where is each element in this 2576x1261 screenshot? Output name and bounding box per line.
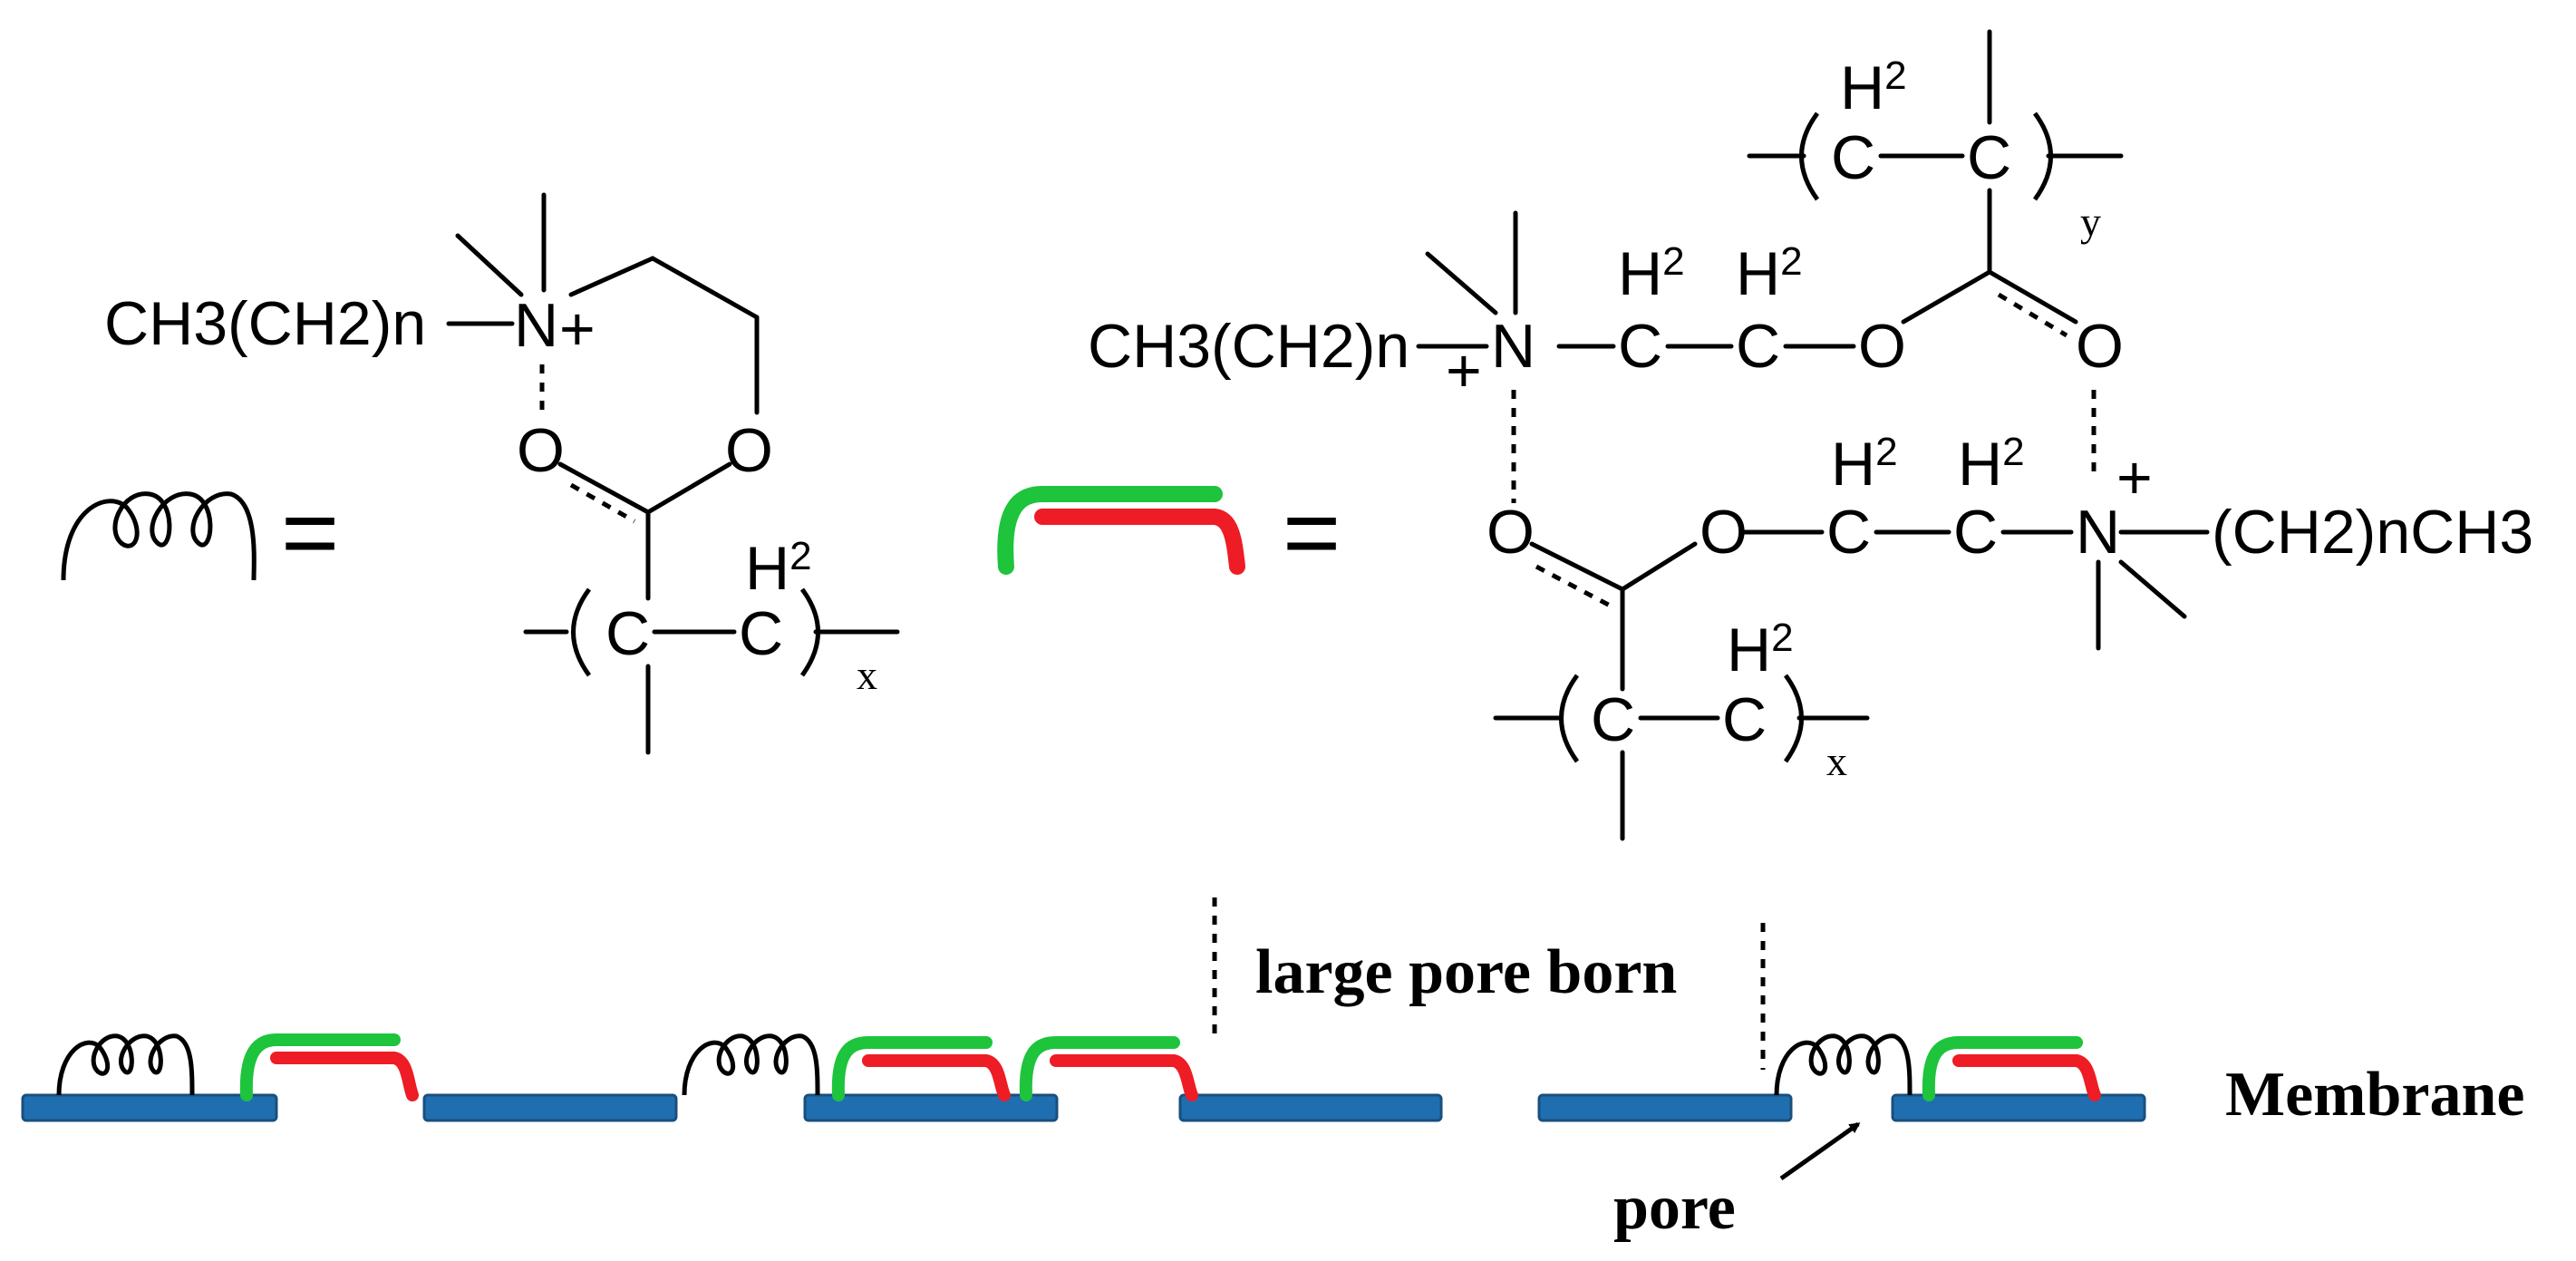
right-bottom-c1: C xyxy=(1591,685,1635,754)
membrane-coil-2 xyxy=(682,1033,820,1096)
right-upper-c2: C xyxy=(1736,312,1780,381)
legend-coil-symbol xyxy=(61,491,257,581)
right-lower-carbonyl-oxygen: O xyxy=(1487,498,1535,567)
right-lower-h2-1: H2 xyxy=(1831,430,1898,499)
membrane-coil-1 xyxy=(56,1033,195,1096)
left-repeat-x: x xyxy=(857,652,877,698)
left-carbonyl-oxygen: O xyxy=(517,416,565,485)
right-repeat-x: x xyxy=(1826,738,1847,784)
legend-equals-coil: = xyxy=(281,477,339,588)
right-upper-c1: C xyxy=(1618,312,1662,381)
left-backbone-c2: C xyxy=(739,599,783,668)
right-lower-h2-2: H2 xyxy=(1958,430,2025,499)
left-ester-oxygen: O xyxy=(725,416,773,485)
membrane-segment-4 xyxy=(1178,1093,1443,1122)
right-left-alkyl: CH3(CH2)n xyxy=(1088,312,1409,381)
left-h2-label: H2 xyxy=(745,534,812,603)
left-alkyl-label: CH3(CH2)n xyxy=(104,289,426,358)
right-bottom-c2: C xyxy=(1722,685,1767,754)
membrane-segment-2 xyxy=(422,1093,678,1122)
membrane-segment-3 xyxy=(803,1093,1059,1122)
membrane-strand-2 xyxy=(831,1036,1011,1101)
right-top-carbonyl-oxygen: O xyxy=(2076,312,2124,381)
left-nitrogen-charge: + xyxy=(559,295,596,364)
membrane-strand-4 xyxy=(1922,1036,2101,1101)
right-upper-h2-2: H2 xyxy=(1736,239,1803,308)
right-lower-c1: C xyxy=(1826,498,1871,567)
pore-label: pore xyxy=(1613,1173,1736,1243)
left-monomer-structure: CH3(CH2)n N + O O C C H2 x xyxy=(104,192,900,755)
right-upper-nitrogen: N xyxy=(1491,312,1535,381)
right-top-c1: C xyxy=(1831,123,1875,192)
membrane-strand-3 xyxy=(1019,1036,1198,1101)
membrane-coil-3 xyxy=(1774,1033,1913,1096)
membrane-segment-1 xyxy=(21,1093,278,1122)
right-dimer-structure: C H2 C y O O CH3(CH2)n + N C H2 C H2 O xyxy=(1088,29,2533,841)
membrane-row xyxy=(21,1093,2146,1122)
left-nitrogen: N xyxy=(514,291,558,360)
right-top-h2: H2 xyxy=(1840,53,1907,122)
right-repeat-y: y xyxy=(2080,199,2101,245)
right-right-alkyl: (CH2)nCH3 xyxy=(2212,498,2533,567)
membrane-strand-1 xyxy=(239,1033,419,1101)
membrane-segment-6 xyxy=(1891,1093,2146,1122)
legend-paired-strand-symbol xyxy=(997,486,1245,575)
membrane-segment-5 xyxy=(1537,1093,1793,1122)
right-bottom-h2: H2 xyxy=(1727,616,1794,684)
right-lower-ester-oxygen: O xyxy=(1700,498,1748,567)
membrane-label: Membrane xyxy=(2225,1060,2524,1130)
right-top-c2: C xyxy=(1967,123,2011,192)
pore-arrow xyxy=(1779,1121,1861,1181)
right-lower-c2: C xyxy=(1953,498,1998,567)
left-backbone-c1: C xyxy=(605,599,650,668)
right-upper-h2-1: H2 xyxy=(1618,239,1685,308)
right-upper-charge: + xyxy=(1446,336,1482,405)
large-pore-label: large pore born xyxy=(1255,937,1677,1007)
right-lower-charge: + xyxy=(2116,443,2153,512)
legend-equals-strand: = xyxy=(1283,477,1341,588)
right-lower-nitrogen: N xyxy=(2076,498,2120,567)
right-top-ester-oxygen: O xyxy=(1858,312,1906,381)
